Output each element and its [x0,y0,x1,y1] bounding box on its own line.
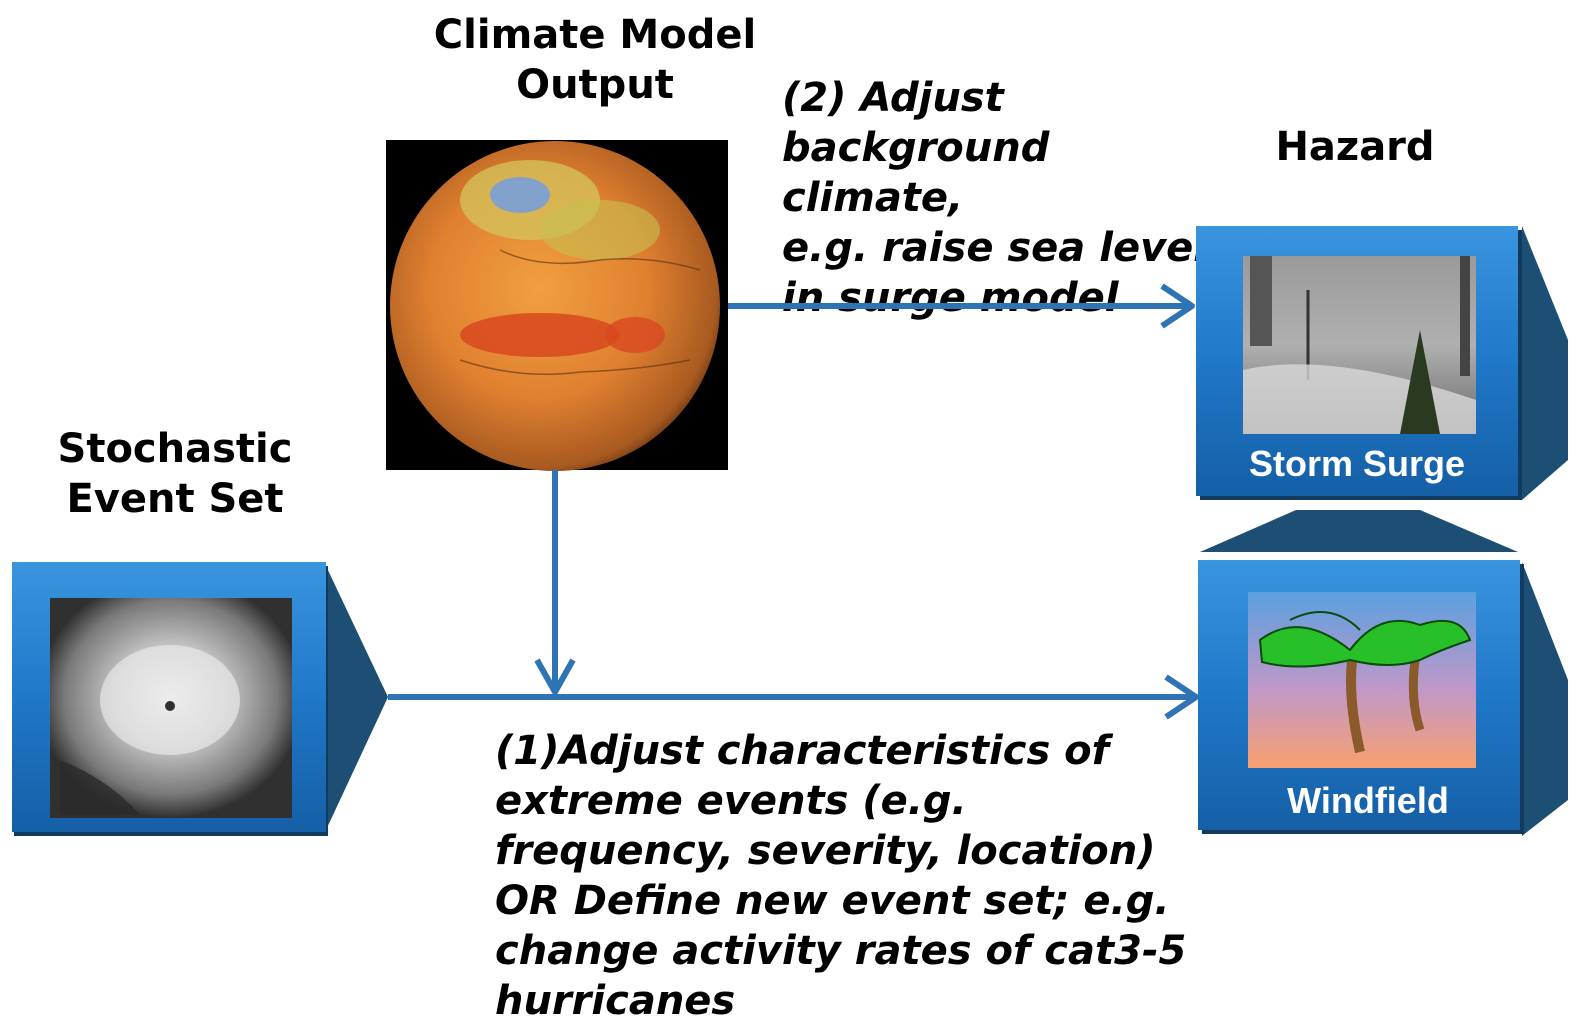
windfield-panel [1198,560,1568,836]
adjust-events-note: (1)Adjust characteristics of extreme eve… [495,728,1187,1024]
arrow-globe-to-surge [728,283,1195,329]
hurricane-satellite-image [50,598,292,818]
stochastic-panel [12,562,388,836]
climate-model-title: Climate Model Output [433,12,757,108]
panel-connector [1200,510,1518,552]
palm-trees-icon [1248,592,1476,768]
stochastic-title: Stochastic Event Set [57,426,293,522]
storm-surge-photo [1243,256,1476,434]
arrow-globe-down [534,470,576,695]
storm-surge-label: Storm Surge [1248,443,1466,484]
arrow-events-to-windfield [388,674,1199,720]
adjust-background-note: (2) Adjust background climate, e.g. rais… [782,75,1207,321]
climate-globe-image [386,140,728,471]
windfield-label: Windfield [1287,780,1449,821]
hazard-title: Hazard [1275,124,1435,170]
storm-surge-panel [1196,226,1568,500]
